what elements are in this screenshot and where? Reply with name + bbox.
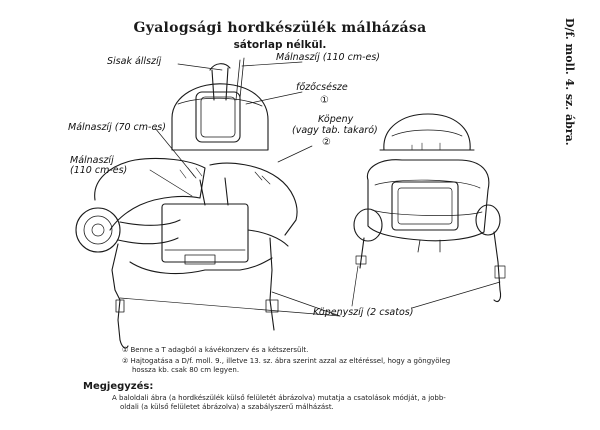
right-strap-1 (359, 237, 365, 269)
left-strap-2 (269, 237, 275, 331)
right-strap-2 (493, 231, 501, 291)
label-malnaszij-110-left-line2: (110 cm-es) (70, 164, 128, 176)
footnote-1: ① Benne a T adagból a kávékonzerv és a k… (122, 346, 309, 354)
right-helmet (383, 113, 471, 151)
label-malnaszij-110-left: Málnaszíj (110 cm-es) (70, 156, 127, 176)
right-coat-roll (366, 159, 490, 242)
page-title: Gyalogsági hordkészülék málházása (133, 20, 427, 36)
label-circle-2: ② (322, 137, 331, 148)
label-fozocsesze: főzőcsésze (296, 82, 348, 93)
label-sisak-allszij: Sisak állszíj (107, 56, 162, 67)
remark-line2: oldali (a külső felületet ábrázolva) a s… (120, 402, 334, 411)
footnote-2-line2: hossza kb. csak 80 cm legyen. (132, 365, 240, 374)
page-subtitle: sátorlap nélkül. (233, 39, 327, 51)
remark-line1: A baloldali ábra (a hordkészülék külső f… (112, 394, 446, 402)
label-malnaszij-110-top: Málnaszíj (110 cm-es) (276, 52, 380, 63)
left-coat-roll (94, 157, 206, 231)
left-blanket-roll (75, 207, 121, 253)
remark-text: A baloldali ábra (a hordkészülék külső f… (112, 394, 446, 412)
left-backpack-body (161, 203, 249, 263)
label-malnaszij-110-left-line1: Málnaszíj (70, 155, 114, 166)
footnote-2-line1: ② Hajtogatása a D/f. moll. 9., illetve 1… (122, 357, 451, 365)
right-backpack-body (391, 181, 459, 231)
footnote-2: ② Hajtogatása a D/f. moll. 9., illetve 1… (122, 357, 450, 375)
label-kopeny-note: (vagy tab. takaró) (292, 125, 378, 136)
label-malnaszij-70: Málnaszíj (70 cm-es) (68, 122, 166, 133)
label-kopeny: Köpeny (318, 114, 354, 125)
label-circle-1: ① (320, 95, 329, 106)
label-kopenyszij: Köpenyszíj (2 csatos) (313, 307, 414, 318)
left-helmet (171, 83, 269, 151)
left-cooking-cup (195, 91, 241, 143)
left-strap-1 (111, 243, 121, 341)
remark-title: Megjegyzés: (83, 381, 154, 392)
